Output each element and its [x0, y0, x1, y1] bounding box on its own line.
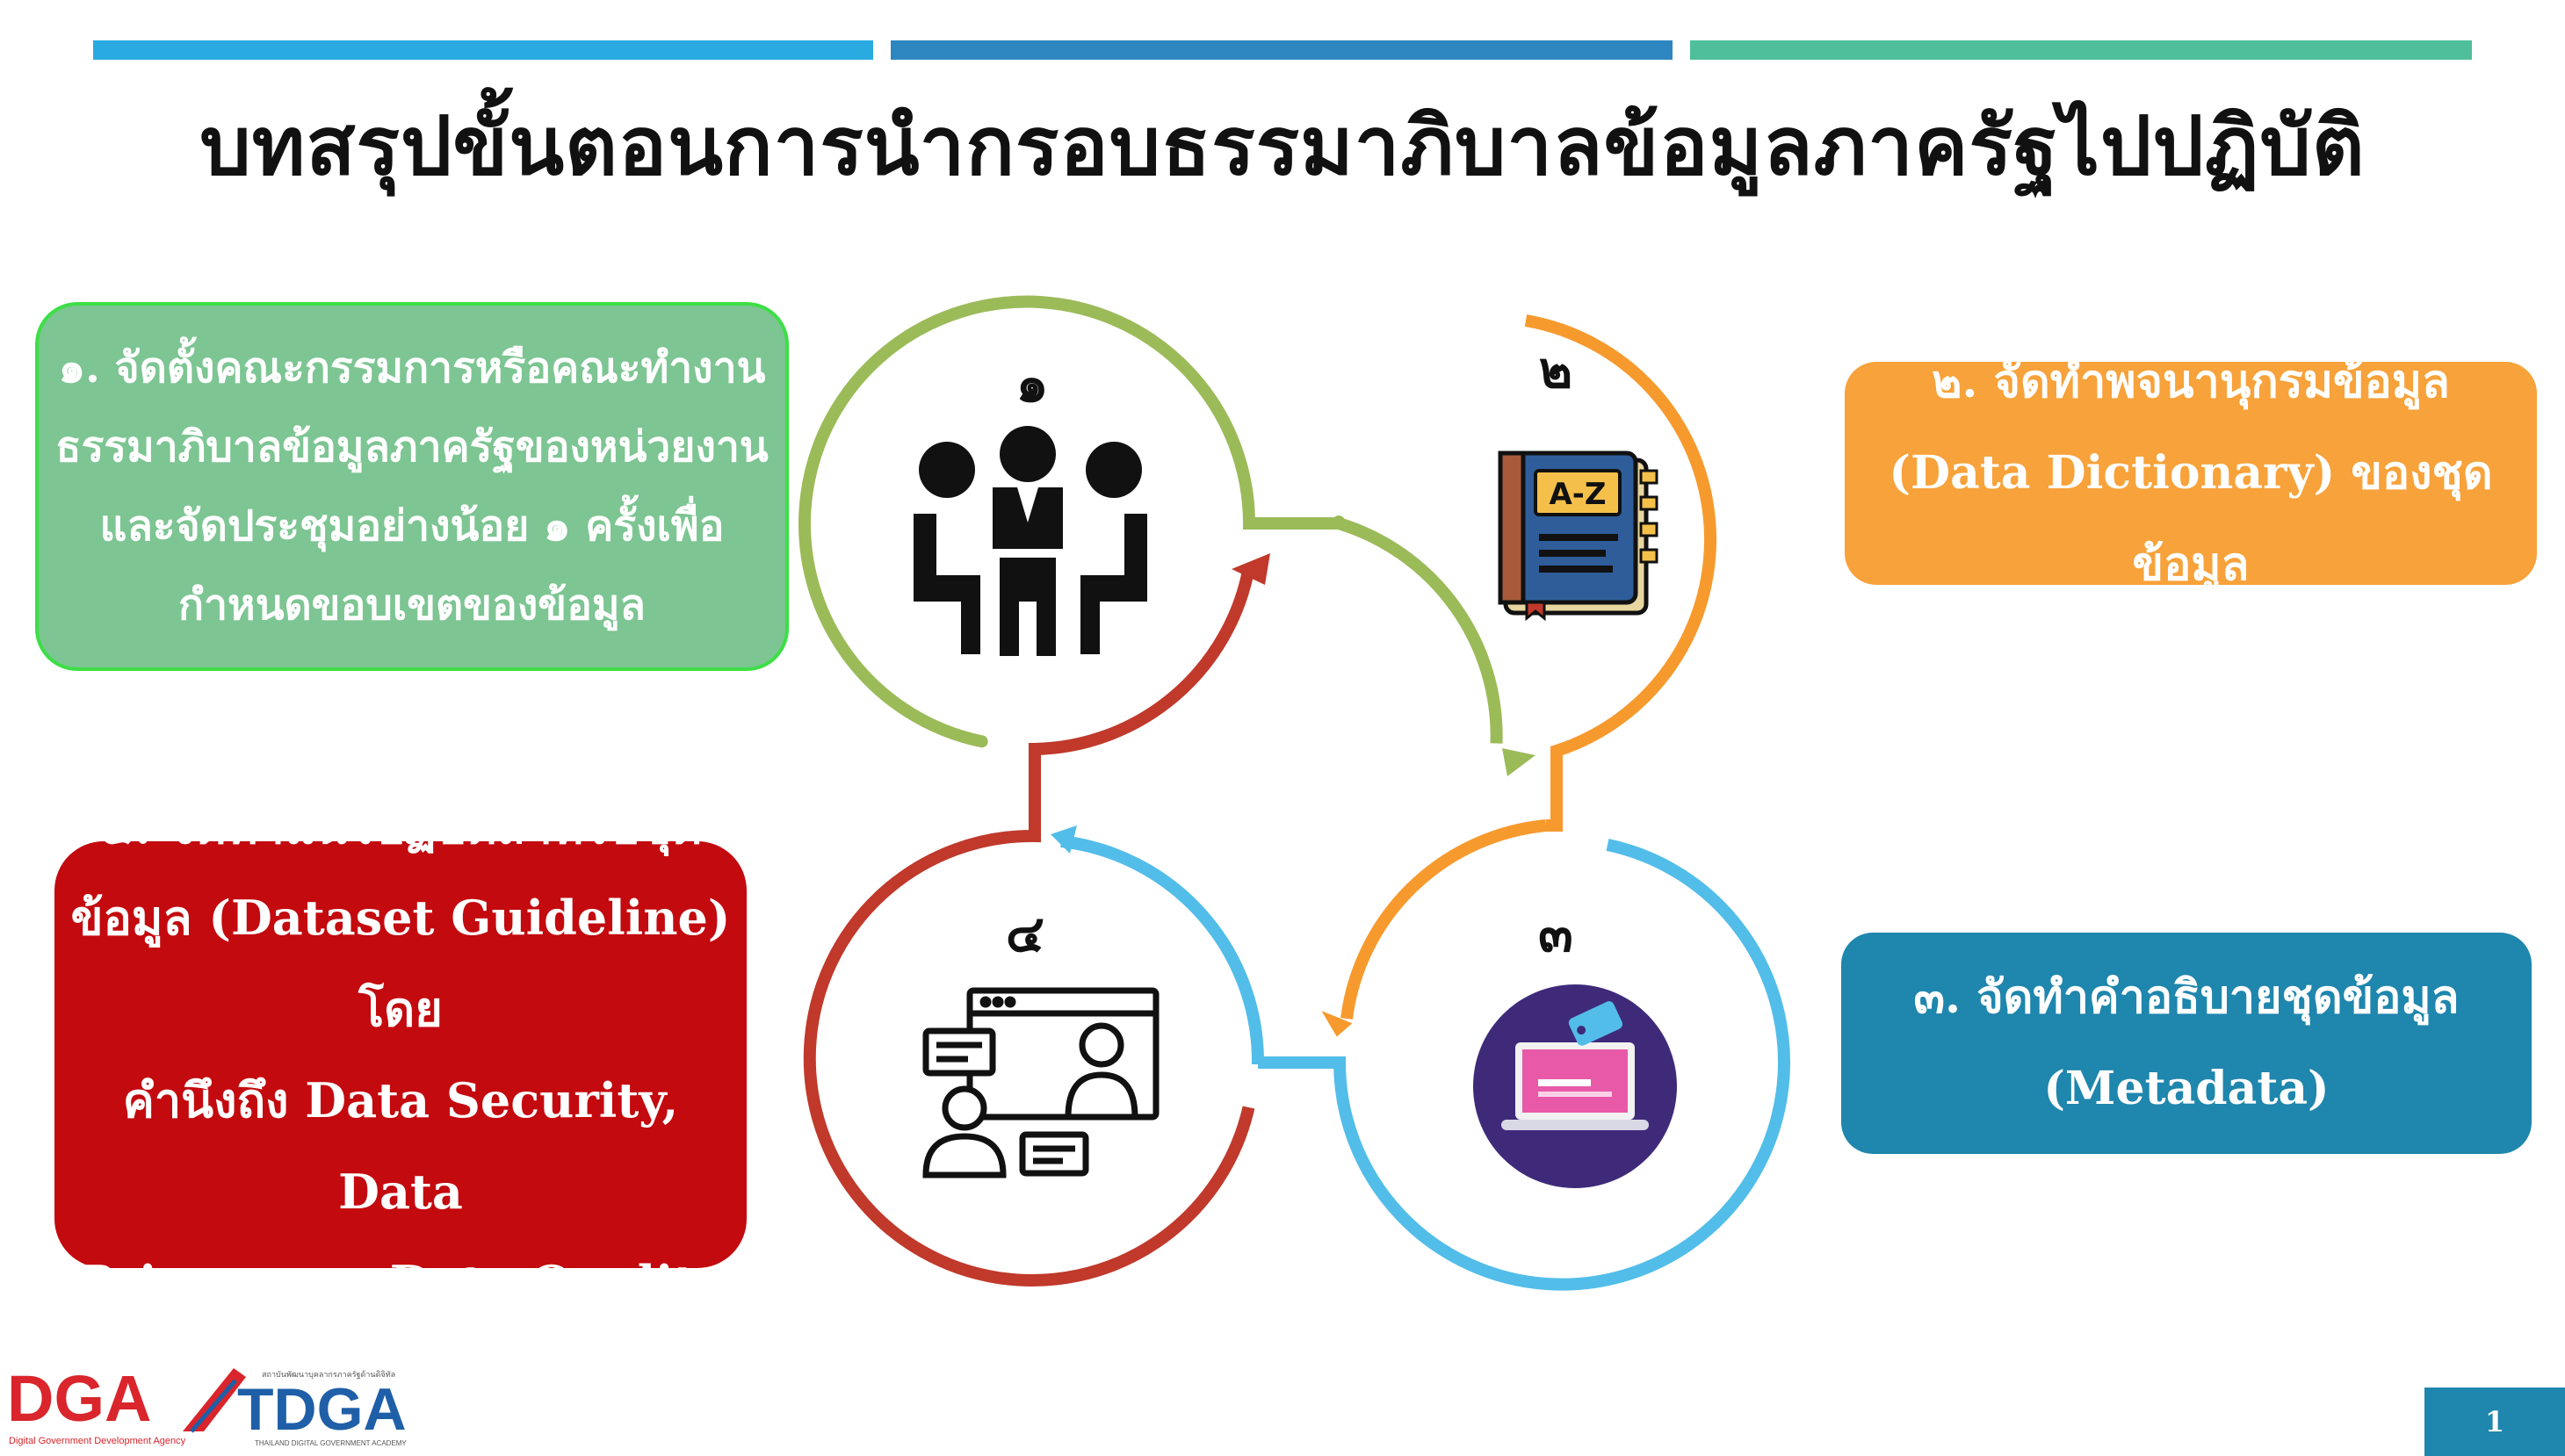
ring-step-2-inner	[1336, 517, 1503, 744]
dga-logo-text: DGA	[7, 1362, 151, 1435]
top-bar-right	[1690, 40, 2472, 60]
step-4-box: ๔. จัดทำแนวปฏิบัติสำหรับชุด ข้อมูล (Data…	[54, 798, 747, 1311]
arrow-step-2-to-3	[1321, 1011, 1353, 1037]
arrow-step-3-to-4	[1051, 825, 1077, 854]
arrow-step-4-to-1	[1232, 553, 1270, 585]
page-number: 1	[2424, 1388, 2565, 1456]
step-number-4: ๔	[1006, 904, 1044, 963]
step-2-box: ๒. จัดทำพจนานุกรมข้อมูล (Data Dictionary…	[1845, 355, 2537, 591]
dga-logo-subtitle: Digital Government Development Agency	[9, 1436, 186, 1446]
step-3-box: ๓. จัดทำคำอธิบายชุดข้อมูล (Metadata)	[1841, 933, 2532, 1154]
dictionary-book-icon: A-Z	[1498, 450, 1658, 622]
arrow-step-1-to-2	[1502, 748, 1535, 776]
step-2-text: ๒. จัดทำพจนานุกรมข้อมูล (Data Dictionary…	[1889, 355, 2493, 591]
tdga-logo-text: TDGA	[237, 1376, 407, 1443]
ring-step-1	[798, 295, 1345, 748]
ring-step-4-inner	[1034, 565, 1255, 755]
ring-step-4	[803, 743, 1255, 1287]
ring-step-2	[1524, 314, 1717, 832]
tdga-logo-en-subtitle: THAILAND DIGITAL GOVERNMENT ACADEMY	[255, 1439, 407, 1447]
svg-text:A-Z: A-Z	[1549, 477, 1606, 512]
slide-title: บทสรุปขั้นตอนการนำกรอบธรรมาภิบาลข้อมูลภา…	[199, 98, 2366, 193]
ring-step-3-inner	[1340, 819, 1547, 1020]
step-4-text: ๔. จัดทำแนวปฏิบัติสำหรับชุด ข้อมูล (Data…	[70, 798, 731, 1311]
step-3-text: ๓. จัดทำคำอธิบายชุดข้อมูล (Metadata)	[1913, 970, 2460, 1115]
tdga-logo-thai-subtitle: สถาบันพัฒนาบุคลากรภาครัฐด้านดิจิทัล	[262, 1370, 395, 1380]
ring-step-4-blue-inner	[1060, 835, 1265, 1065]
step-1-text: ๑. จัดตั้งคณะกรรมการหรือคณะทำงาน ธรรมาภิ…	[55, 343, 769, 630]
meeting-people-icon	[914, 426, 1147, 656]
dga-tdga-logo: DGA Digital Government Development Agenc…	[7, 1362, 407, 1447]
step-number-1: ๑	[1015, 354, 1049, 414]
top-bar-left	[93, 40, 873, 60]
step-number-3: ๓	[1538, 904, 1573, 963]
top-bar-middle	[891, 40, 1673, 60]
laptop-tag-icon	[1473, 984, 1677, 1188]
online-consultation-icon	[922, 987, 1160, 1178]
step-1-box: ๑. จัดตั้งคณะกรรมการหรือคณะทำงาน ธรรมาภิ…	[35, 302, 789, 671]
step-number-2: ๒	[1538, 340, 1573, 400]
ring-step-3	[1252, 839, 1790, 1291]
